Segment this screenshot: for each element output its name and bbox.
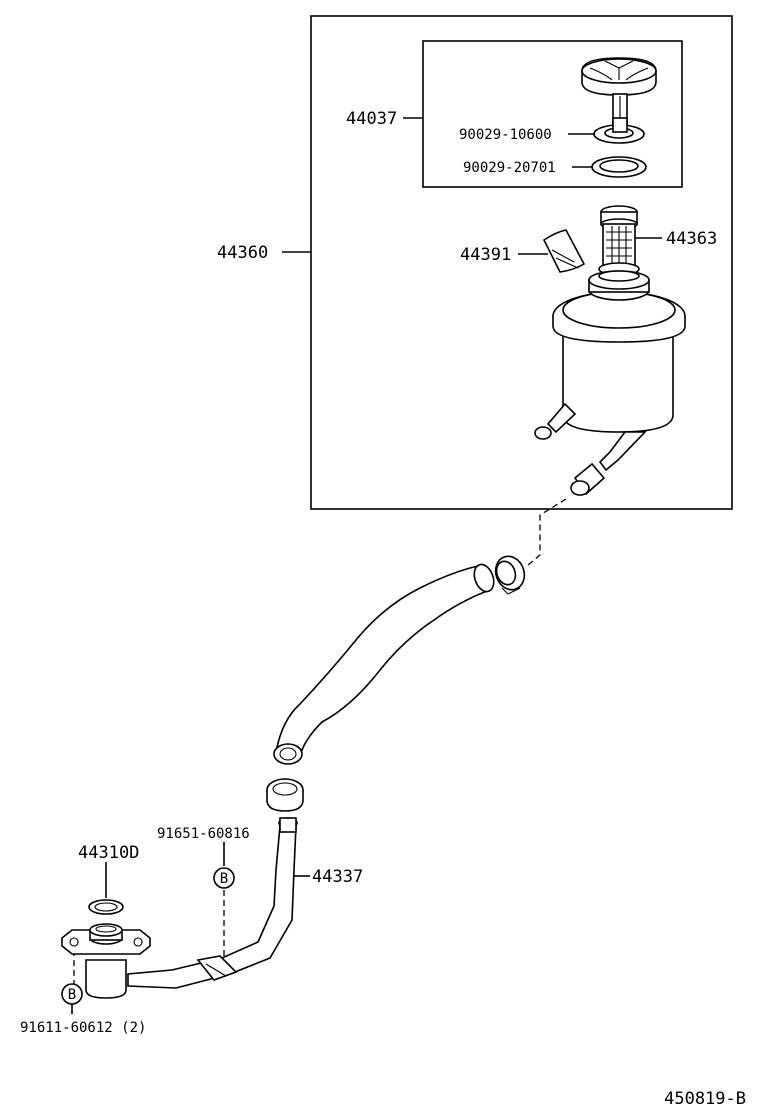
gasket-small [593, 117, 645, 144]
hose-clamp-lower [266, 778, 304, 812]
o-ring [88, 899, 124, 915]
label-44363: 44363 [666, 229, 717, 249]
label-90029-10600: 90029-10600 [459, 127, 552, 143]
label-44337: 44337 [312, 867, 363, 887]
label-44360: 44360 [217, 243, 268, 263]
o-ring-inner [94, 902, 118, 912]
bolt-mark-b-upper-text: B [220, 871, 228, 887]
gasket-large [591, 156, 647, 178]
label-44310d: 44310D [78, 843, 139, 863]
return-hose [273, 563, 495, 765]
flange-fitting [61, 923, 151, 999]
diagram-code: 450819-B [664, 1089, 746, 1109]
label-44391: 44391 [460, 245, 511, 265]
label-90029-20701: 90029-20701 [463, 160, 556, 176]
bolt-mark-b-upper [213, 867, 235, 889]
bolt-mark-b-lower [61, 983, 83, 1005]
reservoir-assembly-box [310, 15, 733, 510]
reservoir-tank [534, 270, 686, 496]
label-44037: 44037 [346, 109, 397, 129]
bolt-mark-b-lower-text: B [68, 987, 76, 1003]
cap-assembly-box [422, 40, 683, 188]
return-tube [127, 817, 298, 989]
label-91651-60816: 91651-60816 [157, 826, 250, 842]
filter-element [542, 229, 586, 273]
hose-clamp-upper [494, 555, 526, 595]
connection-dashed-line [527, 498, 567, 566]
strainer [598, 205, 640, 276]
label-91611-60612: 91611-60612 (2) [20, 1020, 146, 1036]
